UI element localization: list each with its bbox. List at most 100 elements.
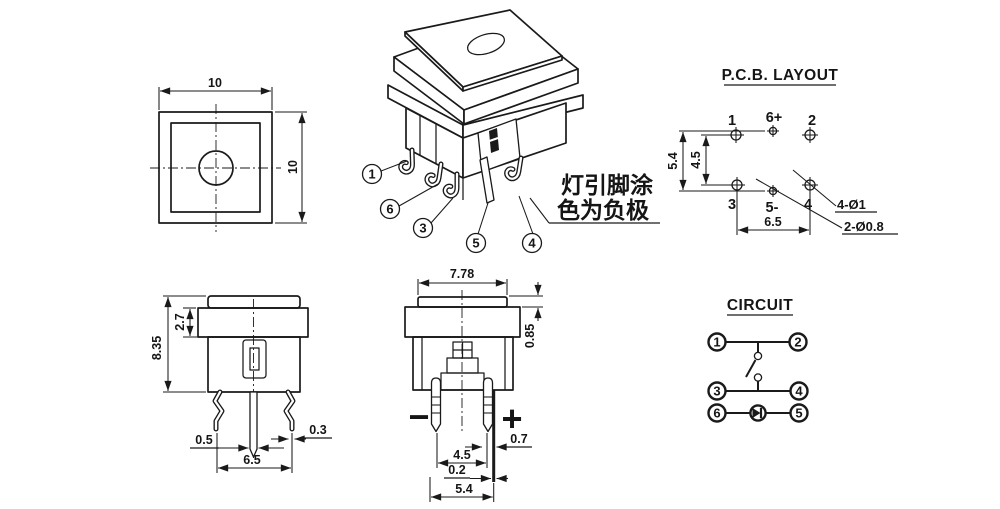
dim-top-width: 10 xyxy=(158,76,273,110)
led-polarity-annotation: 灯引脚涂 色为负极 xyxy=(529,172,660,224)
switch-contact-upper xyxy=(753,351,763,361)
pcb-title: P.C.B. LAYOUT xyxy=(722,67,839,84)
circuit-pin-3: 3 xyxy=(713,384,720,399)
pin-6-hook xyxy=(424,161,444,188)
pcb-pin-labels: 1 6+ 2 3 5- 4 xyxy=(728,110,816,216)
pcb-label-6plus: 6+ xyxy=(766,110,783,126)
hole-pin6 xyxy=(767,125,779,137)
pcb-label-5minus: 5- xyxy=(766,200,779,216)
callout-5: 5 xyxy=(472,236,479,251)
side-dim-total-height: 8.35 xyxy=(150,336,164,360)
pcb-label-2: 2 xyxy=(808,113,816,129)
front-dim-cap-step: 0.85 xyxy=(523,324,537,348)
circuit-title: CIRCUIT xyxy=(727,297,793,314)
pcb-dim-horizontal: 6.5 xyxy=(764,215,781,229)
pin-callouts: 1 6 3 5 4 xyxy=(361,160,543,254)
front-dim-pin-thickness: 0.2 xyxy=(448,463,465,477)
center-led-pin xyxy=(249,391,258,458)
pcb-dim-4-5: 4.5 xyxy=(689,134,729,186)
switch-cap xyxy=(393,9,579,125)
annotation-line-1: 灯引脚涂 xyxy=(561,172,653,198)
pcb-label-4: 4 xyxy=(804,197,812,213)
callout-4: 4 xyxy=(528,236,536,251)
front-dim-led-pitch: 4.5 xyxy=(453,448,470,462)
cap-top-step xyxy=(417,296,508,308)
front-dim-pin-width: 0.7 xyxy=(510,432,527,446)
plunger-slot xyxy=(249,347,260,371)
front-dim-4-5: 4.5 xyxy=(436,433,488,468)
hole-pin3 xyxy=(729,177,745,193)
dim-label-10-width: 10 xyxy=(208,76,222,90)
switch-pin-edge xyxy=(492,390,496,482)
circuit-pin-2: 2 xyxy=(794,335,801,350)
callout-6: 6 xyxy=(386,202,393,217)
plunger-housing xyxy=(242,339,267,379)
switch-contact-lower xyxy=(753,373,763,382)
led-pin-colored xyxy=(489,128,499,153)
front-dim-7-78: 7.78 xyxy=(417,267,508,295)
pcb-holes xyxy=(728,125,818,197)
side-dim-0-5: 0.5 xyxy=(190,433,284,452)
pcb-dim-5-4: 5.4 xyxy=(666,130,765,192)
top-view-outline xyxy=(150,104,281,232)
isometric-view-panel: 1 6 3 5 4 灯引脚涂 色为负极 xyxy=(361,9,660,254)
front-view-pins xyxy=(430,377,496,482)
pin-5-straight xyxy=(479,156,495,204)
pcb-note-small-holes: 2-Ø0.8 xyxy=(844,219,884,234)
front-dim-5-4: 5.4 xyxy=(429,477,495,502)
switch-blade xyxy=(745,359,757,378)
plunger xyxy=(440,341,485,391)
polarity-plus: + xyxy=(501,398,522,439)
dim-right-height: 10 xyxy=(275,111,307,224)
pin-4-hook xyxy=(504,155,524,182)
side-dim-2-7: 2.7 xyxy=(173,307,206,338)
circuit-pin-5: 5 xyxy=(795,406,802,421)
hole-pin1 xyxy=(728,127,744,143)
annotation-line-2: 色为负极 xyxy=(557,197,649,223)
circuit-pin-4: 4 xyxy=(795,384,803,399)
front-dim-0-7: 0.7 xyxy=(465,432,532,451)
side-dim-pin-pitch: 6.5 xyxy=(243,453,260,467)
front-dim-cap-width: 7.78 xyxy=(450,267,474,281)
pcb-label-1: 1 xyxy=(728,113,736,129)
pcb-label-3: 3 xyxy=(728,197,736,213)
side-dim-8-35: 8.35 xyxy=(150,295,206,393)
pcb-note-large-holes: 4-Ø1 xyxy=(837,197,866,212)
pcb-dim-6-5: 6.5 xyxy=(736,193,811,235)
side-view-panel: 8.35 2.7 0.5 0.3 6.5 xyxy=(150,295,332,473)
side-dim-0-3: 0.3 xyxy=(271,423,332,443)
circuit-pins: 1 2 3 4 6 5 xyxy=(707,332,809,423)
pcb-layout-panel: P.C.B. LAYOUT 1 6+ xyxy=(666,67,898,235)
circuit-pin-6: 6 xyxy=(713,406,720,421)
hole-pin4 xyxy=(802,177,818,193)
cap xyxy=(404,306,521,338)
side-view-pins xyxy=(212,389,296,458)
polarity-minus: − xyxy=(408,396,429,437)
side-dim-cap-height: 2.7 xyxy=(173,313,187,330)
dim-label-10-height: 10 xyxy=(286,160,300,174)
pin-3-hook xyxy=(442,171,460,199)
front-dim-0-85: 0.85 xyxy=(509,282,543,348)
front-view-panel: − + 7.78 0.85 0.7 4.5 0.2 xyxy=(404,267,543,502)
circuit-pin-1: 1 xyxy=(713,335,720,350)
side-dim-center-pin: 0.5 xyxy=(195,433,212,447)
pcb-title-group: P.C.B. LAYOUT xyxy=(722,67,839,86)
cap xyxy=(197,307,309,338)
pcb-hole-notes: 4-Ø1 2-Ø0.8 xyxy=(755,169,898,235)
circuit-wiring xyxy=(725,341,791,414)
hole-pin2 xyxy=(802,127,818,143)
front-dim-outer-pitch: 5.4 xyxy=(455,482,472,496)
cap-top-step xyxy=(207,295,301,309)
circuit-title-group: CIRCUIT xyxy=(727,297,793,316)
side-dim-side-pin: 0.3 xyxy=(309,423,326,437)
top-view-panel: 10 10 xyxy=(150,76,307,232)
callout-1: 1 xyxy=(368,167,375,182)
front-dim-0-2: 0.2 xyxy=(444,463,508,483)
side-dim-6-5: 6.5 xyxy=(216,433,293,473)
circuit-panel: CIRCUIT 1 2 3 4 6 xyxy=(707,297,809,423)
body xyxy=(207,336,301,393)
led-symbol xyxy=(749,404,767,422)
cap-top-ellipse xyxy=(466,32,506,56)
pcb-dim-vertical-inner: 4.5 xyxy=(689,151,703,168)
